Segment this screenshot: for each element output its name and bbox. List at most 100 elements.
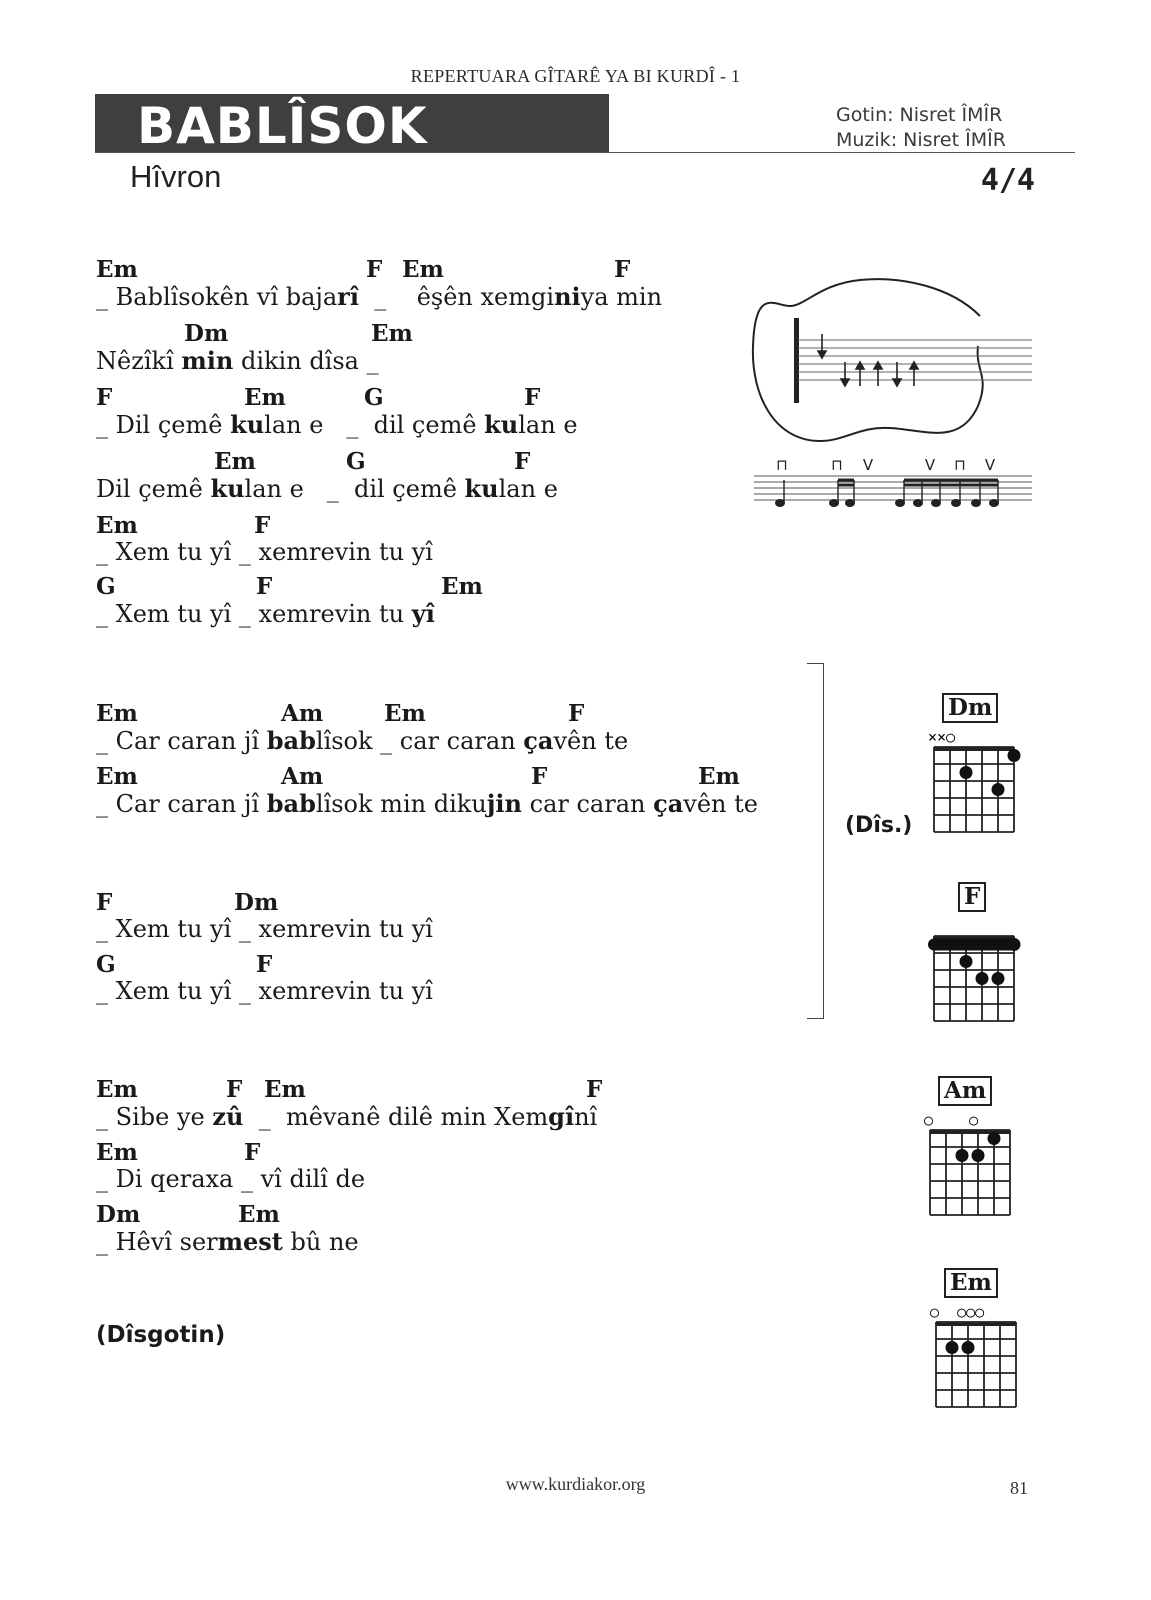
lyric-text: Dil çemê kulan e _ dil çemê kulan e	[96, 474, 558, 503]
chord-name: Am	[938, 1076, 993, 1106]
open-muted-markers: ××○	[928, 728, 955, 746]
chord-row: G F Em	[96, 573, 836, 601]
chord-symbol: Em	[384, 700, 426, 727]
chord-symbol: Em	[441, 573, 483, 600]
footer-url: www.kurdiakor.org	[505, 1474, 646, 1494]
chord-diagram-dm: Dm ××○	[926, 693, 1036, 843]
downstroke-mark: ⊓	[776, 456, 788, 474]
downstroke-mark: ⊓	[831, 456, 843, 474]
note-head	[845, 499, 855, 507]
lyric-text: _ Hêvî sermest bû ne	[96, 1227, 359, 1256]
chord-symbol: F	[96, 384, 113, 411]
chord-symbol: F	[531, 763, 548, 790]
chord-symbol: F	[514, 448, 531, 475]
chord-symbol: Em	[96, 1076, 138, 1103]
finger-dot	[991, 783, 1005, 796]
finger-dot	[991, 972, 1005, 985]
lyric-text: _ Xem tu yî _ xemrevin tu yî	[96, 977, 433, 1005]
lyric-text: _ Xem tu yî _ xemrevin tu yî	[96, 599, 435, 628]
note-head	[829, 499, 839, 507]
chord-symbol: Em	[214, 448, 256, 475]
song-title: BABLÎSOK	[137, 97, 428, 155]
chord-symbol: Em	[96, 256, 138, 283]
open-muted-markers: ○ ○	[924, 1111, 978, 1129]
verse1-line: F Em G F_ Dil çemê kulan e _ dil çemê kulan…	[96, 384, 836, 446]
lyric-text: _ Bablîsokên vî bajarî _ êşên xemginiya …	[96, 282, 663, 311]
chord-symbol: Em	[371, 320, 413, 347]
finger-dot	[959, 766, 973, 779]
outro-label: (Dîsgotin)	[96, 1322, 226, 1348]
note-head	[989, 499, 999, 507]
chord-row: F Em G F	[96, 384, 836, 412]
chord-row: Dm Em	[96, 320, 836, 348]
chord-diagram-am: Am ○ ○	[922, 1076, 1032, 1226]
composer-credit: Muzik: Nisret ÎMÎR	[836, 129, 1006, 151]
chord-symbol: Am	[281, 763, 324, 790]
album-name: Hîvron	[130, 159, 222, 194]
chord-symbol: G	[96, 573, 116, 600]
downstroke-mark: ⊓	[954, 456, 966, 474]
arrow-head-icon	[908, 360, 920, 370]
chord-symbol: Em	[96, 763, 138, 790]
lyric-text: _ Di qeraxa _ vî dilî de	[96, 1165, 366, 1193]
finger-dot	[1007, 938, 1021, 951]
upstroke-mark: V	[985, 456, 996, 474]
finger-dot	[955, 1149, 969, 1162]
chord-symbol: F	[256, 573, 273, 600]
fretboard-grid	[928, 935, 1021, 1022]
chord-symbol: Em	[244, 384, 286, 411]
note-head	[913, 499, 923, 507]
fretboard-grid: ○ ○	[924, 1111, 1011, 1216]
lyric-text: _ Sibe ye zû _ mêvanê dilê min Xemgînî	[96, 1102, 598, 1131]
chord-symbol: F	[568, 700, 585, 727]
chord-symbol: Em	[96, 1139, 138, 1166]
arrow-head-icon	[891, 378, 903, 388]
guitar-body-icon	[751, 278, 984, 443]
page-number: 81	[1010, 1478, 1028, 1498]
note-head	[931, 499, 941, 507]
lyric-text: _ Car caran jî bablîsok min dikujin car …	[96, 789, 758, 818]
chord-nut	[936, 1322, 1016, 1326]
chord-symbol: G	[96, 951, 116, 978]
chord-symbol: F	[524, 384, 541, 411]
chord-nut	[930, 1130, 1010, 1134]
chord-symbol: F	[226, 1076, 243, 1103]
lyric-text: _ Dil çemê kulan e _ dil çemê kulan e	[96, 410, 578, 439]
chord-name: Dm	[942, 693, 999, 723]
chord-symbol: Dm	[184, 320, 229, 347]
arrow-head-icon	[854, 360, 866, 370]
lyricist-credit: Gotin: Nisret ÎMÎR	[836, 104, 1003, 126]
chord-symbol: Em	[698, 763, 740, 790]
chord-symbol: Em	[402, 256, 444, 283]
chord-diagram-em: Em○ ○○○	[928, 1268, 1038, 1418]
finger-dot	[961, 1341, 975, 1354]
strum-arrows	[816, 334, 920, 388]
finger-dot	[945, 1341, 959, 1354]
chord-symbol: Am	[281, 700, 324, 727]
barre-marker	[928, 938, 1020, 951]
chord-symbol: F	[254, 512, 271, 539]
arrow-head-icon	[839, 378, 851, 388]
chorus-line: Em Am F Em_ Car caran jî bablîsok min dikuj…	[96, 763, 836, 825]
chord-symbol: Em	[238, 1201, 280, 1228]
chord-nut	[934, 747, 1014, 751]
chord-symbol: G	[364, 384, 384, 411]
book-title: REPERTUARA GÎTARÊ YA BI KURDÎ - 1	[410, 66, 741, 86]
repeat-label: (Dîs.)	[845, 813, 913, 838]
fretboard-grid: ××○	[928, 728, 1021, 833]
